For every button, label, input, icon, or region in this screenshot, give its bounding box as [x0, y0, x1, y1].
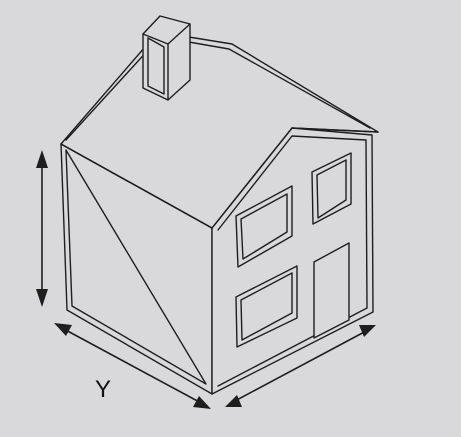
window-lower-left	[235, 265, 298, 348]
height-dimension-arrow	[36, 150, 48, 307]
chimney	[142, 15, 191, 101]
window-upper-right	[311, 152, 352, 225]
y-dimension-label: Y	[95, 376, 111, 403]
window-upper-left	[235, 185, 293, 268]
door	[313, 242, 350, 339]
width-dimension-arrow	[225, 325, 376, 407]
y-dimension-arrow	[54, 323, 211, 409]
